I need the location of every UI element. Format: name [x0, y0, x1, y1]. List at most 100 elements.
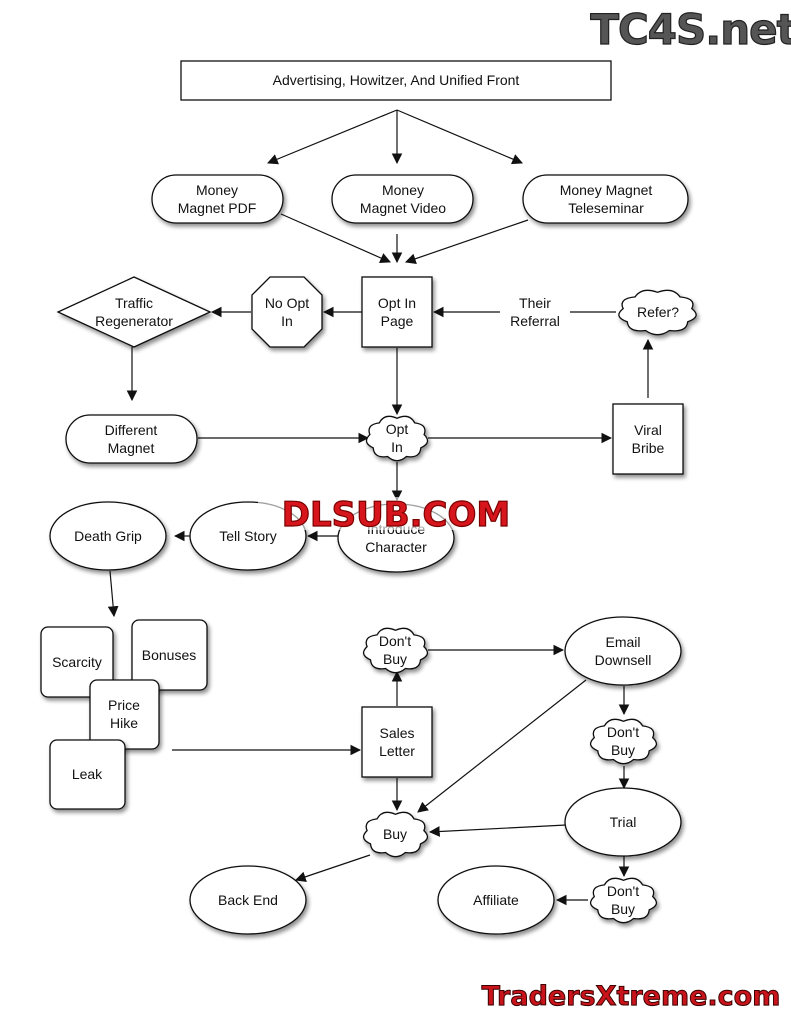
node-refer-label: Refer? — [637, 304, 679, 320]
node-scarcity-label: Scarcity — [52, 654, 102, 670]
label-line: Downsell — [595, 652, 652, 668]
node-leak-shape — [49, 739, 126, 810]
label-line: Don't — [607, 883, 639, 899]
label-line: Buy — [611, 901, 635, 917]
label-line: Leak — [72, 766, 103, 782]
node-bonuses-shape — [131, 619, 208, 691]
node-their-referral-bg — [500, 290, 570, 334]
node-opt-in-shape — [365, 415, 429, 462]
label-line: No Opt — [265, 295, 309, 311]
label-line: Different — [105, 422, 158, 438]
label-line: Back End — [218, 892, 278, 908]
label-line: Hike — [110, 715, 138, 731]
watermark-tc4s: TC4S.net — [590, 5, 791, 54]
node-scarcity[interactable]: Scarcity — [40, 626, 114, 698]
node-affiliate-shape — [437, 865, 555, 935]
node-dont-buy-1-shape — [362, 627, 429, 674]
node-death-grip[interactable]: Death Grip — [49, 501, 167, 571]
node-dont-buy-3-shape — [589, 877, 658, 924]
label-line: Trial — [610, 814, 637, 830]
edge-teleseminar-to-optinpage — [404, 219, 529, 264]
edge-pdf-to-optinpage — [280, 213, 391, 264]
label-line: Buy — [383, 826, 407, 842]
node-refer-shape — [618, 289, 697, 336]
label-line: Magnet — [108, 440, 155, 456]
label-line: Bonuses — [142, 647, 196, 663]
node-viral-bribe-shape — [612, 403, 684, 475]
label-line: Referral — [510, 313, 560, 329]
node-buy-shape — [362, 811, 429, 858]
label-line: Traffic — [115, 295, 153, 311]
label-line: Opt In — [378, 295, 416, 311]
node-opt-in-page-shape — [361, 276, 433, 348]
node-back-end[interactable]: Back End — [189, 865, 307, 935]
label-line: Character — [365, 539, 427, 555]
label-line: Their — [519, 295, 551, 311]
node-dont-buy-2-shape — [589, 718, 658, 765]
node-header[interactable]: Advertising, Howitzer, And Unified Front — [180, 60, 612, 101]
label-line: Tell Story — [219, 528, 277, 544]
label-line: Don't — [379, 633, 411, 649]
node-affiliate[interactable]: Affiliate — [437, 865, 555, 935]
label-line: Don't — [607, 724, 639, 740]
node-money-magnet-pdf-shape — [151, 174, 284, 224]
node-trial-label: Trial — [610, 814, 637, 830]
node-opt-in-page[interactable]: Opt In Page — [361, 276, 433, 348]
node-trial-shape — [564, 787, 682, 857]
node-scarcity-shape — [40, 626, 114, 698]
node-bonuses[interactable]: Bonuses — [131, 619, 208, 691]
watermark-dlsub-text: DLSUB.COM — [282, 495, 511, 535]
label-line: Letter — [379, 743, 415, 759]
edge-header-to-teleseminar — [396, 109, 523, 165]
node-header-label: Advertising, Howitzer, And Unified Front — [273, 72, 520, 88]
node-email-downsell-shape — [564, 616, 682, 686]
label-line: Scarcity — [52, 654, 102, 670]
label-line: Price — [108, 697, 140, 713]
node-money-magnet-teleseminar-shape — [522, 174, 689, 224]
node-money-magnet-video-shape — [331, 174, 474, 224]
node-leak[interactable]: Leak — [49, 739, 126, 810]
label-line: Bribe — [632, 440, 665, 456]
node-buy[interactable]: Buy — [362, 811, 429, 858]
edge-deathgrip-to-scarcity — [107, 570, 119, 618]
edge-buy-to-backend — [294, 854, 371, 883]
node-death-grip-label: Death Grip — [74, 528, 142, 544]
watermark-tradersxtreme: TradersXtreme.com — [482, 981, 781, 1012]
node-refer[interactable]: Refer? — [618, 289, 697, 336]
label-line: Viral — [634, 422, 662, 438]
label-line: Page — [381, 313, 414, 329]
node-death-grip-shape — [49, 501, 167, 571]
label-line: Money — [196, 182, 238, 198]
node-trial[interactable]: Trial — [564, 787, 682, 857]
label-line: Buy — [383, 651, 407, 667]
node-bonuses-label: Bonuses — [142, 647, 196, 663]
label-line: Money — [382, 182, 424, 198]
node-buy-label: Buy — [383, 826, 407, 842]
